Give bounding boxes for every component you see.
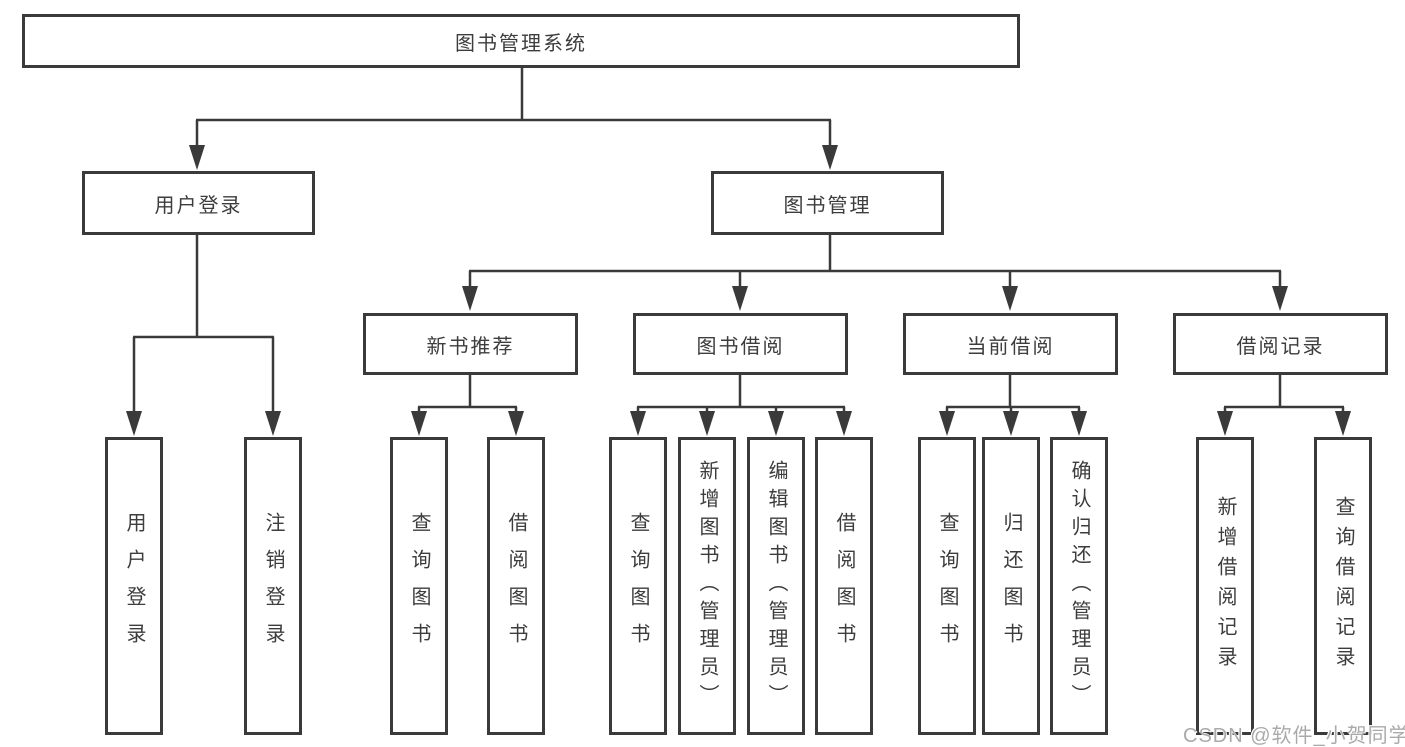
leaf-query-borrow-record: 查询借阅记录 [1314,437,1372,735]
leaf-return-books: 归还图书 [982,437,1040,735]
node-book-borrowing-label: 图书借阅 [696,335,785,358]
node-new-book-recommendation: 新书推荐 [363,313,578,375]
leaf-borrow-books-recommend-label: 借阅图书 [505,512,527,660]
leaf-logout-label: 注销登录 [262,512,284,660]
node-current-borrowing: 当前借阅 [903,313,1118,375]
leaf-add-book-admin-label: 新增图书（管理员） [696,460,718,712]
node-root-label: 图书管理系统 [455,32,587,55]
leaf-edit-book-admin: 编辑图书（管理员） [747,437,805,735]
node-root: 图书管理系统 [22,14,1020,68]
leaf-edit-book-admin-label: 编辑图书（管理员） [765,460,787,712]
leaf-query-books-current-label: 查询图书 [936,512,958,660]
leaf-return-books-label: 归还图书 [1000,512,1022,660]
leaf-query-borrow-record-label: 查询借阅记录 [1332,496,1354,676]
leaf-borrow-books-borrowing: 借阅图书 [815,437,873,735]
leaf-confirm-return-admin: 确认归还（管理员） [1050,437,1108,735]
leaf-logout: 注销登录 [244,437,302,735]
leaf-add-borrow-record-label: 新增借阅记录 [1214,496,1236,676]
node-book-borrowing: 图书借阅 [633,313,848,375]
leaf-query-books-current: 查询图书 [918,437,976,735]
leaf-user-login: 用户登录 [105,437,163,735]
leaf-user-login-label: 用户登录 [123,512,145,660]
node-borrowing-records: 借阅记录 [1173,313,1388,375]
node-new-book-recommendation-label: 新书推荐 [426,335,515,358]
node-user-login: 用户登录 [82,171,315,235]
leaf-add-borrow-record: 新增借阅记录 [1196,437,1254,735]
node-book-management: 图书管理 [711,171,944,235]
leaf-borrow-books-borrowing-label: 借阅图书 [833,512,855,660]
leaf-add-book-admin: 新增图书（管理员） [678,437,736,735]
leaf-confirm-return-admin-label: 确认归还（管理员） [1068,460,1090,712]
leaf-borrow-books-recommend: 借阅图书 [487,437,545,735]
node-user-login-label: 用户登录 [154,194,243,217]
node-current-borrowing-label: 当前借阅 [966,335,1055,358]
leaf-query-books-recommend: 查询图书 [390,437,448,735]
node-borrowing-records-label: 借阅记录 [1236,335,1325,358]
leaf-query-books-recommend-label: 查询图书 [408,512,430,660]
watermark: CSDN @软件_小贺同学 [1183,725,1405,747]
node-book-management-label: 图书管理 [783,194,872,217]
leaf-query-books-borrowing: 查询图书 [609,437,667,735]
leaf-query-books-borrowing-label: 查询图书 [627,512,649,660]
